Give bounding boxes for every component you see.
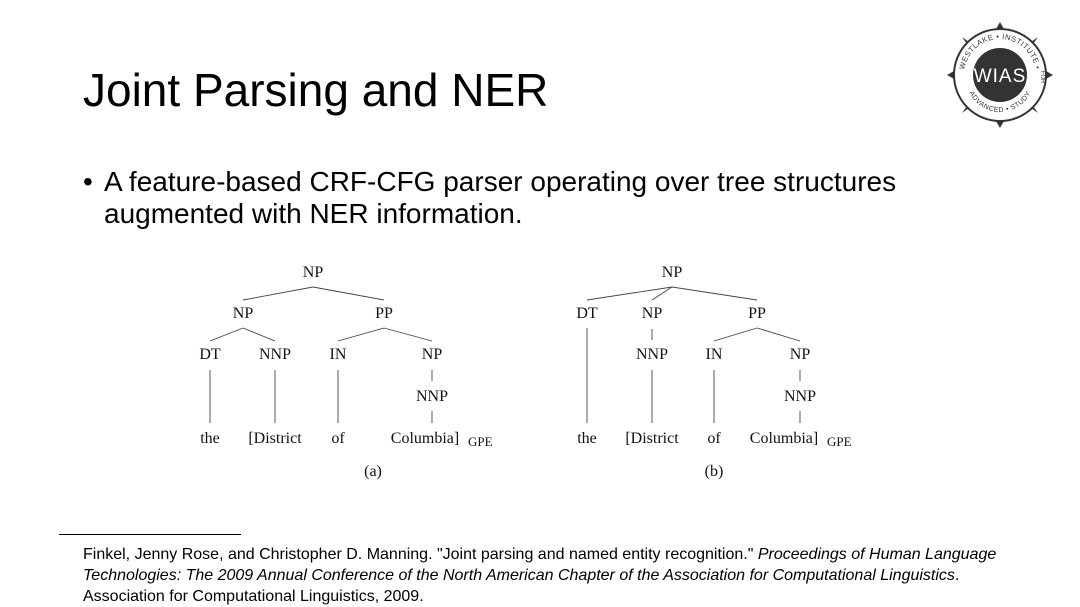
tree-b: NP DT NP PP NNP IN NP NNP the [District …	[576, 264, 851, 480]
tree-b-word: the	[577, 430, 597, 447]
tree-a-edge	[383, 327, 433, 342]
tree-a-edge	[242, 286, 314, 301]
tree-a-root-np: NP	[303, 264, 324, 281]
tree-b-nnp-inner: NNP	[784, 388, 816, 405]
tree-a-word: [District	[248, 430, 302, 447]
tree-b-in: IN	[706, 346, 723, 363]
tree-b-nnp: NNP	[636, 346, 668, 363]
bullet-text: A feature-based CRF-CFG parser operating…	[104, 166, 897, 229]
tree-b-word: [District	[625, 430, 679, 447]
wias-logo: WESTLAKE • INSTITUTE • ADVANCED • STUDY …	[947, 22, 1053, 128]
tree-a-word: Columbia]	[391, 430, 459, 447]
tree-a-dt: DT	[199, 346, 221, 363]
tree-b-word: of	[707, 430, 721, 447]
tree-b-word: Columbia]	[750, 430, 818, 447]
tree-b-edge	[713, 327, 758, 342]
bullet-point: • A feature-based CRF-CFG parser operati…	[83, 166, 1043, 230]
tree-a-pp: PP	[375, 305, 393, 322]
tree-b-pp: PP	[748, 305, 766, 322]
tree-b-np: NP	[642, 305, 663, 322]
tree-a-caption: (a)	[364, 463, 382, 480]
footnote-divider	[59, 534, 241, 535]
tree-b-edge	[586, 286, 673, 301]
tree-b-edge	[671, 286, 758, 301]
tree-b-np-inner: NP	[790, 346, 811, 363]
tree-a-word: of	[331, 430, 345, 447]
slide-title: Joint Parsing and NER	[83, 64, 549, 116]
citation: Finkel, Jenny Rose, and Christopher D. M…	[83, 544, 1043, 607]
tree-a-edge	[242, 327, 276, 342]
tree-a-edge	[312, 286, 385, 301]
parse-trees-figure: NP NP PP DT NNP IN NP NNP the [District …	[199, 264, 851, 480]
tree-b-caption: (b)	[705, 463, 724, 480]
tree-a: NP NP PP DT NNP IN NP NNP the [District …	[199, 264, 492, 480]
tree-b-edge	[756, 327, 801, 342]
tree-a-edge	[337, 327, 385, 342]
tree-b-dt: DT	[576, 305, 598, 322]
citation-venue: Proceedings of Human Language Technologi…	[83, 546, 997, 584]
tree-a-left-np: NP	[233, 305, 254, 322]
tree-b-root-np: NP	[662, 264, 683, 281]
logo-ring-text-right: FOR	[1039, 71, 1045, 84]
tree-a-entity-tag: GPE	[468, 434, 493, 449]
bullet-dot: •	[83, 166, 93, 197]
tree-b-edge	[651, 286, 673, 301]
tree-a-word: the	[200, 430, 220, 447]
tree-b-entity-tag: GPE	[827, 434, 852, 449]
citation-text: Finkel, Jenny Rose, and Christopher D. M…	[83, 546, 758, 563]
tree-a-np-inner: NP	[422, 346, 443, 363]
tree-a-nnp-inner: NNP	[416, 388, 448, 405]
logo-initials: WIAS	[974, 66, 1027, 87]
citation-publisher: . Association for Computational Linguist…	[83, 567, 960, 605]
tree-a-edge	[209, 327, 244, 342]
tree-a-in: IN	[330, 346, 347, 363]
tree-a-nnp: NNP	[259, 346, 291, 363]
